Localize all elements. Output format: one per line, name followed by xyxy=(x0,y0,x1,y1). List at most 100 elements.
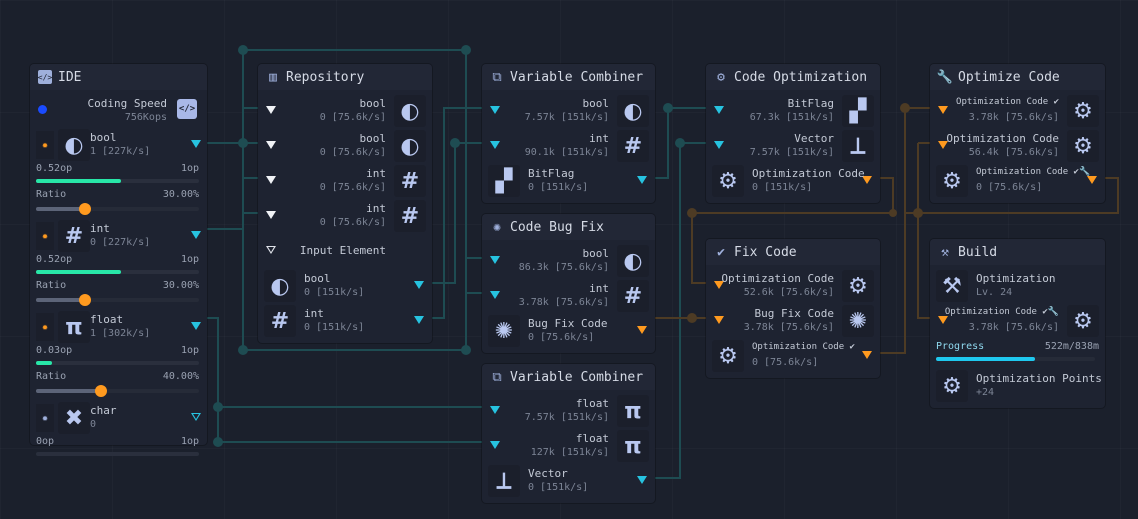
ratio-slider[interactable] xyxy=(36,203,199,215)
input-row[interactable]: Input Element xyxy=(258,234,432,269)
input-port[interactable] xyxy=(938,106,948,114)
output-port[interactable] xyxy=(1087,176,1097,184)
input-row[interactable]: ⚙Optimization Code ✔3.78k [75.6k/s] xyxy=(930,94,1105,129)
settings-gear-icon[interactable]: ✹ xyxy=(36,222,54,250)
output-row[interactable]: ⚙Optimization Code ✔🔧0 [75.6k/s] xyxy=(930,164,1105,199)
node-header[interactable]: ⚒Build xyxy=(930,239,1105,265)
output-port[interactable] xyxy=(191,322,201,330)
settings-gear-icon[interactable]: ✹ xyxy=(36,131,54,159)
input-port[interactable] xyxy=(490,106,500,114)
input-port[interactable] xyxy=(266,211,276,219)
op-progress-bar xyxy=(36,179,199,183)
input-port[interactable] xyxy=(266,176,276,184)
output-port[interactable] xyxy=(414,281,424,289)
port-label: Optimization Code ✔🔧 xyxy=(944,307,1059,317)
output-port[interactable] xyxy=(191,140,201,148)
input-port[interactable] xyxy=(266,141,276,149)
bug-icon: ✺ xyxy=(842,305,874,337)
output-port[interactable] xyxy=(637,326,647,334)
input-port[interactable] xyxy=(714,316,724,324)
node-header[interactable]: 🔧Optimize Code xyxy=(930,64,1105,90)
op-max: 1op xyxy=(180,163,199,174)
output-port[interactable] xyxy=(637,176,647,184)
input-port[interactable] xyxy=(714,106,724,114)
input-port[interactable] xyxy=(490,441,500,449)
node-header[interactable]: ⚙Code Optimization xyxy=(706,64,880,90)
output-row[interactable]: ⚙Optimization Code ✔0 [75.6k/s] xyxy=(706,339,880,374)
node-header[interactable]: ⧉Variable Combiner xyxy=(482,64,655,90)
output-port[interactable] xyxy=(637,476,647,484)
input-port[interactable] xyxy=(490,256,500,264)
input-port[interactable] xyxy=(490,406,500,414)
slider-knob[interactable] xyxy=(95,385,108,397)
output-port[interactable] xyxy=(862,176,872,184)
output-port[interactable] xyxy=(191,231,201,239)
books-icon: ▥ xyxy=(269,69,277,85)
settings-gear-icon[interactable]: ✹ xyxy=(36,404,54,432)
code-icon[interactable]: </> xyxy=(177,99,197,119)
output-port[interactable] xyxy=(191,413,201,421)
input-port[interactable] xyxy=(714,141,724,149)
input-port[interactable] xyxy=(490,141,500,149)
node-header[interactable]: ✔Fix Code xyxy=(706,239,880,265)
node-header[interactable]: ▥Repository xyxy=(258,64,432,90)
port-value: 3.78k [75.6k/s] xyxy=(968,322,1059,333)
node-title: Variable Combiner xyxy=(510,69,644,85)
input-port[interactable] xyxy=(938,316,948,324)
slider-knob[interactable] xyxy=(78,294,91,306)
node-header[interactable]: ✺Code Bug Fix xyxy=(482,214,655,240)
ratio-slider[interactable] xyxy=(36,294,199,306)
ratio-slider[interactable] xyxy=(36,385,199,397)
node-header[interactable]: ⧉Variable Combiner xyxy=(482,364,655,390)
input-port[interactable] xyxy=(266,246,276,254)
settings-gear-icon[interactable]: ✹ xyxy=(36,313,54,341)
output-port[interactable] xyxy=(414,316,424,324)
node-header[interactable]: </> IDE xyxy=(30,64,207,90)
input-port[interactable] xyxy=(266,106,276,114)
port-value: 0 [75.6k/s] xyxy=(319,147,386,158)
input-row[interactable]: ⚙Optimization Code ✔🔧3.78k [75.6k/s] xyxy=(930,304,1105,339)
slider-knob[interactable] xyxy=(78,203,91,215)
input-port[interactable] xyxy=(714,281,724,289)
port-value: 7.57k [151k/s] xyxy=(524,112,609,123)
wire xyxy=(691,177,894,284)
optimize-node[interactable]: 🔧Optimize Code ⚙Optimization Code ✔3.78k … xyxy=(930,64,1105,203)
input-port[interactable] xyxy=(490,291,500,299)
output-port[interactable] xyxy=(862,351,872,359)
input-port[interactable] xyxy=(938,141,948,149)
